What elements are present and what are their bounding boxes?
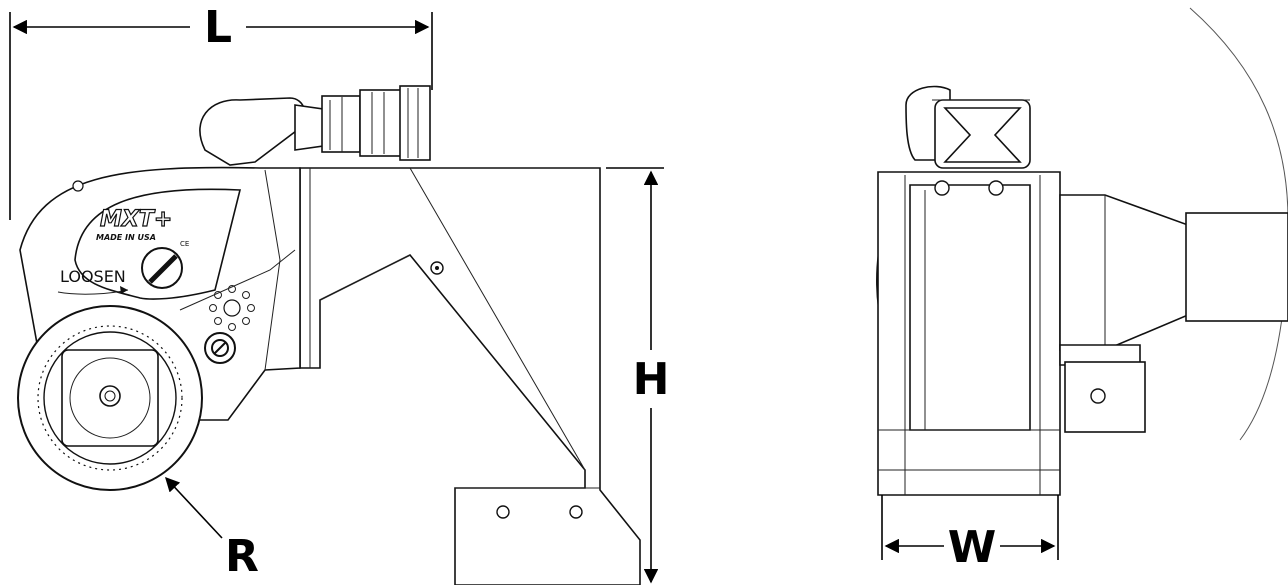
front-screw-left-icon	[934, 180, 950, 196]
selector-knob-icon	[141, 247, 183, 289]
brand-logo: MXT+	[100, 207, 172, 232]
front-view: W	[876, 7, 1288, 573]
drive-ring	[17, 305, 203, 491]
height-label: H	[633, 354, 670, 405]
housing-screw-icon	[72, 180, 84, 192]
swing-arc	[1189, 7, 1288, 441]
arm-hole-left-icon	[496, 505, 510, 519]
length-label: L	[204, 2, 232, 53]
drive-center-icon	[99, 385, 121, 407]
dimension-width: W	[881, 495, 1059, 573]
front-body	[877, 171, 1061, 496]
bolt-pattern-icon	[209, 285, 255, 331]
side-view: MXT+ MADE IN USA CE LOOSEN	[9, 2, 670, 585]
origin-marking: MADE IN USA	[96, 233, 156, 242]
loosen-label: LOOSEN	[60, 267, 126, 286]
arm-hole-right-icon	[569, 505, 583, 519]
fitting-icon	[204, 332, 236, 364]
front-swivel	[905, 85, 1031, 169]
arm-bolt-icon	[1090, 388, 1106, 404]
radius-label: R	[225, 531, 259, 582]
ce-mark: CE	[180, 240, 189, 248]
hose-swivel	[199, 85, 431, 166]
front-screw-right-icon	[988, 180, 1004, 196]
reaction-arm	[299, 167, 641, 585]
front-reaction-arm	[1059, 194, 1288, 433]
dimension-radius: R	[165, 476, 259, 582]
dimension-length: L	[9, 2, 433, 220]
dimension-height: H	[606, 167, 670, 584]
width-label: W	[948, 522, 997, 573]
